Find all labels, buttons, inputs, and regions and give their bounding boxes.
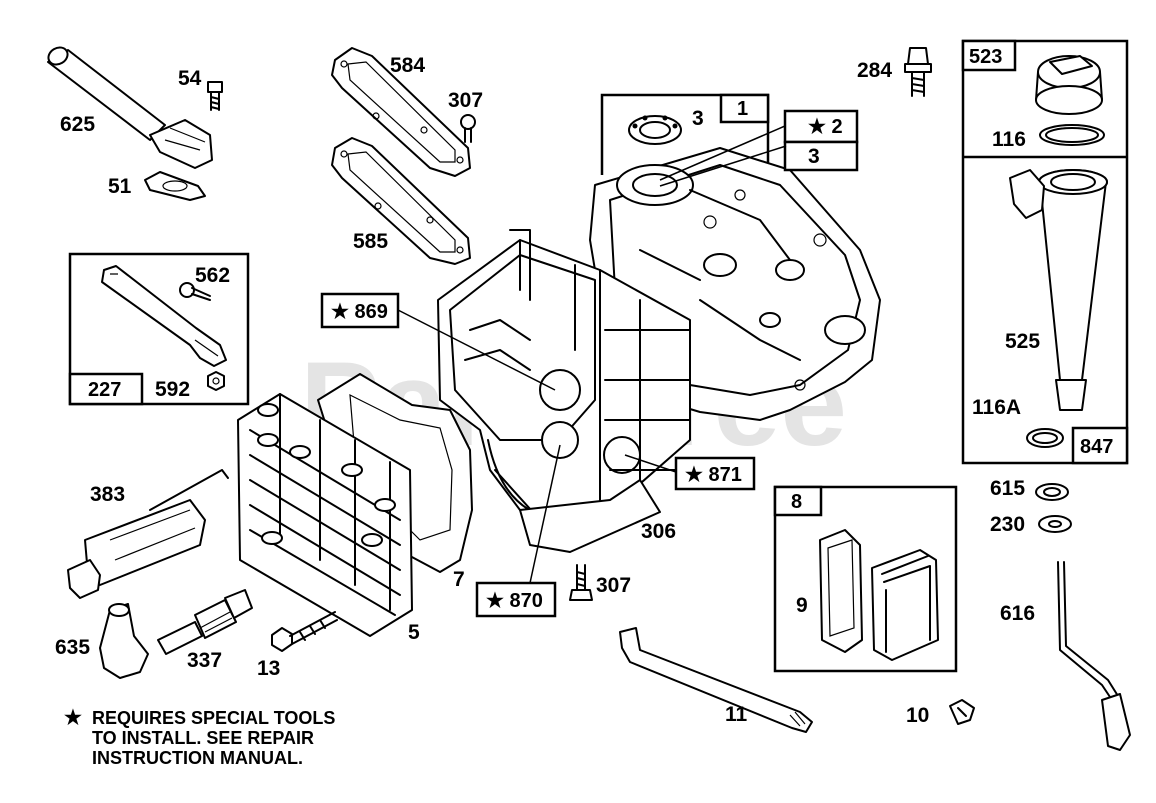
label-116: 116 bbox=[992, 128, 1026, 151]
box-8 bbox=[773, 485, 823, 517]
part-11-tube[interactable] bbox=[619, 627, 813, 733]
box-8-frame bbox=[773, 485, 958, 673]
note-line-1: REQUIRES SPECIAL TOOLS bbox=[92, 708, 336, 728]
label-284: 284 bbox=[857, 59, 892, 82]
label-635: 635 bbox=[55, 636, 90, 659]
part-230-washer[interactable] bbox=[1038, 515, 1072, 533]
part-616-dipstick[interactable] bbox=[1057, 561, 1131, 751]
label-307-bottom: 307 bbox=[596, 574, 631, 597]
box-847 bbox=[1071, 426, 1129, 465]
box-2-label: ★ 2 bbox=[808, 116, 843, 138]
part-615-seal[interactable] bbox=[1035, 483, 1069, 501]
part-592-nut[interactable] bbox=[207, 371, 225, 391]
box-3 bbox=[783, 140, 859, 172]
label-9: 9 bbox=[796, 594, 808, 617]
part-306-baffle[interactable] bbox=[519, 479, 661, 553]
label-525: 525 bbox=[1005, 330, 1040, 353]
label-10: 10 bbox=[906, 704, 929, 727]
part-1-cylinder-crankcase[interactable] bbox=[437, 147, 881, 541]
box-869 bbox=[320, 292, 400, 329]
box-1-label: 1 bbox=[737, 98, 748, 120]
leader-870 bbox=[529, 444, 561, 584]
label-584: 584 bbox=[390, 54, 425, 77]
label-307-top: 307 bbox=[448, 89, 483, 112]
box-869-label: ★ 869 bbox=[331, 301, 388, 323]
part-383-wrench[interactable] bbox=[67, 469, 229, 599]
box-847-label: 847 bbox=[1080, 436, 1113, 458]
label-3-box: 3 bbox=[808, 145, 820, 168]
part-51-gasket[interactable] bbox=[144, 171, 206, 201]
part-562-screw[interactable] bbox=[179, 282, 211, 301]
part-3-oil-seal[interactable] bbox=[628, 115, 682, 145]
label-7: 7 bbox=[453, 568, 465, 591]
part-523-dipstick-cap[interactable] bbox=[1035, 55, 1103, 115]
label-625: 625 bbox=[60, 113, 95, 136]
label-616: 616 bbox=[1000, 602, 1035, 625]
box-523-label: 523 bbox=[969, 46, 1002, 68]
box-870 bbox=[475, 581, 557, 618]
label-51: 51 bbox=[108, 175, 132, 198]
part-284-bolt[interactable] bbox=[904, 47, 932, 97]
label-13: 13 bbox=[257, 657, 280, 680]
box-870-label: ★ 870 bbox=[486, 590, 543, 612]
label-54: 54 bbox=[178, 67, 202, 90]
label-230: 230 bbox=[990, 513, 1025, 536]
part-585-gasket[interactable] bbox=[331, 137, 471, 265]
part-525-dipstick-tube[interactable] bbox=[1009, 169, 1108, 411]
leader-3 bbox=[659, 145, 787, 187]
leader-869 bbox=[397, 309, 556, 391]
part-116A-o-ring[interactable] bbox=[1026, 428, 1064, 448]
star-icon: ★ bbox=[64, 707, 82, 729]
label-615: 615 bbox=[990, 477, 1025, 500]
leader-2 bbox=[659, 125, 786, 181]
part-307-screw-bottom[interactable] bbox=[569, 564, 593, 601]
label-3-seal: 3 bbox=[692, 107, 704, 130]
box-847-frame bbox=[961, 39, 1129, 465]
label-592: 592 bbox=[155, 378, 190, 401]
box-523 bbox=[961, 39, 1017, 72]
box-871-label: ★ 871 bbox=[685, 464, 742, 486]
label-306: 306 bbox=[641, 520, 676, 543]
label-585: 585 bbox=[353, 230, 388, 253]
part-10-screw[interactable] bbox=[949, 699, 975, 725]
leader-871 bbox=[624, 454, 677, 473]
note-line-2: TO INSTALL. SEE REPAIR bbox=[92, 728, 315, 748]
box-227-frame bbox=[68, 252, 250, 406]
label-337: 337 bbox=[187, 649, 222, 672]
part-227-governor-lever[interactable] bbox=[101, 265, 227, 367]
box-1 bbox=[719, 93, 770, 124]
special-tools-note: ★ REQUIRES SPECIAL TOOLS TO INSTALL. SEE … bbox=[64, 708, 335, 768]
box-227-label: 227 bbox=[88, 379, 121, 401]
box-227 bbox=[68, 372, 144, 406]
part-625-breather-tube[interactable] bbox=[45, 44, 213, 169]
label-383: 383 bbox=[90, 483, 125, 506]
part-9-gasket[interactable] bbox=[819, 529, 863, 653]
part-116-o-ring[interactable] bbox=[1039, 124, 1105, 146]
part-13-bolt[interactable] bbox=[271, 611, 338, 652]
note-line-3: INSTRUCTION MANUAL. bbox=[92, 748, 303, 768]
label-562: 562 bbox=[195, 264, 230, 287]
box-871 bbox=[674, 456, 756, 491]
part-54-screw[interactable] bbox=[207, 81, 223, 111]
box-8-label: 8 bbox=[791, 491, 802, 513]
part-8-breather-cover[interactable] bbox=[871, 549, 939, 661]
part-635-boot[interactable] bbox=[99, 603, 149, 679]
part-584-gasket[interactable] bbox=[331, 47, 471, 177]
box-1-frame bbox=[600, 93, 770, 175]
part-337-spark-plug[interactable] bbox=[157, 589, 253, 655]
label-5: 5 bbox=[408, 621, 420, 644]
label-116A: 116A bbox=[972, 396, 1021, 419]
part-5-cylinder-head[interactable] bbox=[237, 393, 413, 637]
part-307-screw-top[interactable] bbox=[460, 114, 476, 143]
label-11: 11 bbox=[725, 703, 748, 726]
